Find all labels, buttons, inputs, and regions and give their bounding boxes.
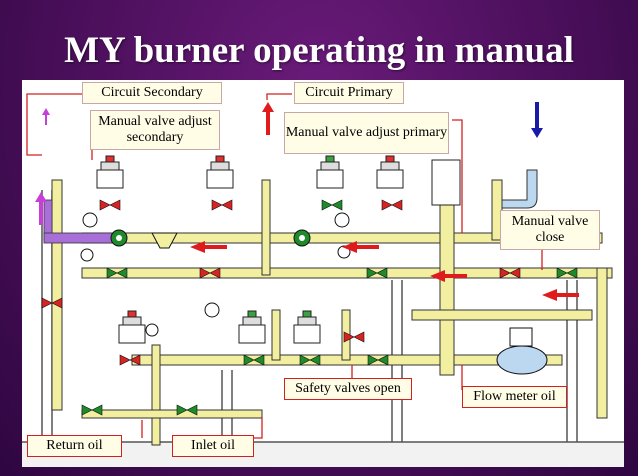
inlet-pipe — [501, 169, 538, 209]
vertical-arrows — [35, 102, 543, 225]
red-up-arrow-icon — [262, 102, 274, 135]
label-manual-valve-adjust-primary: Manual valve adjust primary — [284, 112, 449, 154]
label-circuit-secondary: Circuit Secondary — [82, 82, 222, 104]
label-manual-valve-close: Manual valve close — [500, 210, 600, 250]
floor-base — [22, 442, 624, 467]
blue-down-arrow-icon — [531, 102, 543, 138]
filter-funnel — [151, 232, 178, 249]
magenta-up-arrow-icon — [42, 108, 50, 125]
label-flow-meter-oil: Flow meter oil — [462, 386, 567, 408]
open-valves — [81, 199, 578, 416]
adjust-valves — [110, 229, 311, 247]
slide-title: MY burner operating in manual — [64, 30, 574, 71]
flow-arrows — [190, 241, 579, 301]
label-inlet-oil: Inlet oil — [172, 435, 254, 457]
label-return-oil: Return oil — [27, 435, 122, 457]
flow-meter — [496, 327, 548, 375]
label-manual-valve-adjust-secondary: Manual valve adjust secondary — [90, 110, 220, 150]
piping-diagram — [22, 93, 624, 467]
magenta-up-arrow-icon — [35, 192, 47, 225]
diagram-panel: Circuit Secondary Circuit Primary Manual… — [22, 80, 624, 467]
pressure-gauges — [80, 212, 351, 337]
closed-valves — [41, 199, 521, 366]
actuator-heads — [96, 155, 461, 344]
label-circuit-primary: Circuit Primary — [294, 82, 404, 104]
label-safety-valves-open: Safety valves open — [284, 378, 412, 400]
